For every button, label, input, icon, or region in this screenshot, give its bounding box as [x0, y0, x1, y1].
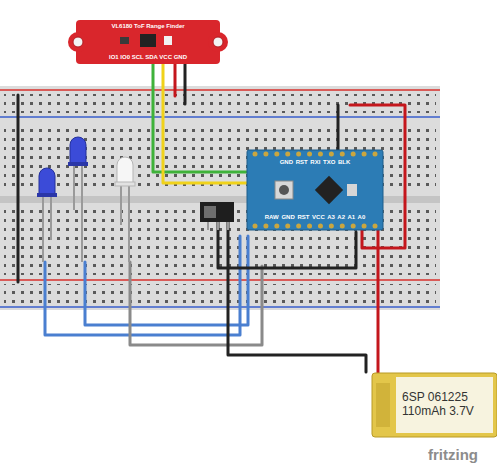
rail-line	[0, 89, 440, 91]
header-pin	[253, 224, 258, 229]
arduino-pro-mini: GND RST RXI TXO BLK RAW GND RST VCC A3 A2…	[247, 150, 383, 230]
header-pin	[307, 152, 312, 157]
header-pin	[351, 152, 356, 157]
header-pin	[285, 152, 290, 157]
pin-labels: IO1 IO0 SCL SDA VCC GND	[109, 54, 187, 61]
header-pin	[362, 152, 367, 157]
switch-slider	[204, 206, 216, 218]
mount-ear	[208, 32, 228, 52]
wire	[45, 236, 240, 335]
battery-wrap	[396, 377, 493, 433]
header-pin	[274, 152, 279, 157]
battery-shape	[372, 373, 497, 437]
battery-tab	[376, 383, 390, 427]
led-leg	[81, 165, 83, 262]
led-leg	[42, 196, 44, 262]
header-pin	[274, 224, 279, 229]
reset-button-cap	[279, 185, 289, 195]
header-pin	[318, 224, 323, 229]
rail-line	[0, 279, 440, 281]
header-pin	[296, 224, 301, 229]
slide-switch	[200, 202, 234, 222]
mcu-chip	[315, 176, 343, 204]
sensor-board: VL6180 ToF Range FinderIO1 IO0 SCL SDA V…	[68, 20, 228, 64]
wire	[184, 64, 187, 104]
rail-line	[0, 306, 440, 308]
header-pin	[340, 152, 345, 157]
led-blue	[70, 137, 86, 165]
header-pin	[296, 152, 301, 157]
board-title: VL6180 ToF Range Finder	[111, 23, 184, 30]
wire	[17, 95, 20, 282]
led-white	[117, 157, 133, 185]
watermark: fritzing	[428, 446, 478, 463]
header-pin	[263, 152, 268, 157]
wire	[130, 262, 262, 345]
led-leg	[73, 165, 75, 210]
wire	[337, 105, 340, 150]
header-pin	[285, 224, 290, 229]
led-blue	[39, 168, 55, 196]
mount-hole	[73, 37, 83, 47]
led-leg	[128, 185, 130, 262]
header-pin	[351, 224, 356, 229]
sensor-chip	[140, 34, 156, 47]
pcb	[247, 150, 383, 230]
header-pin	[253, 152, 258, 157]
breadboard	[0, 86, 440, 310]
switch-pin	[207, 222, 209, 230]
header-pin	[329, 224, 334, 229]
reset-button	[275, 181, 293, 199]
battery-label: 6SP 061225 110mAh 3.7V	[402, 391, 486, 419]
regulator	[347, 184, 357, 196]
pin-labels: RAW GND RST VCC A3 A2 A1 A0	[265, 214, 365, 221]
switch-pin	[217, 222, 219, 230]
smd-part	[120, 37, 129, 44]
header-pin	[307, 224, 312, 229]
mount-hole	[213, 37, 223, 47]
wire	[85, 236, 248, 325]
lipo-battery: 6SP 061225 110mAh 3.7V	[372, 373, 497, 437]
header-pin	[340, 224, 345, 229]
wire	[174, 64, 177, 96]
header-pin	[373, 152, 378, 157]
wire-connector	[377, 230, 380, 373]
header-pin	[329, 152, 334, 157]
switch-pin	[227, 222, 229, 230]
rail-line	[0, 116, 440, 118]
header-pin	[373, 224, 378, 229]
header-pin	[263, 224, 268, 229]
header-pin	[362, 224, 367, 229]
led-leg	[120, 185, 122, 225]
led-rim	[115, 182, 135, 186]
wire-connector	[163, 64, 247, 183]
led-rim	[37, 193, 57, 197]
pin-labels: GND RST RXI TXO BLK	[280, 159, 351, 166]
led-rim	[68, 162, 88, 166]
wire	[228, 222, 366, 372]
wire-connector	[153, 64, 247, 172]
board-shape	[76, 20, 220, 64]
led-leg	[50, 196, 52, 240]
smd-part	[164, 36, 172, 45]
rail-holes	[4, 284, 436, 303]
header-pin	[318, 152, 323, 157]
mount-ear	[68, 32, 88, 52]
